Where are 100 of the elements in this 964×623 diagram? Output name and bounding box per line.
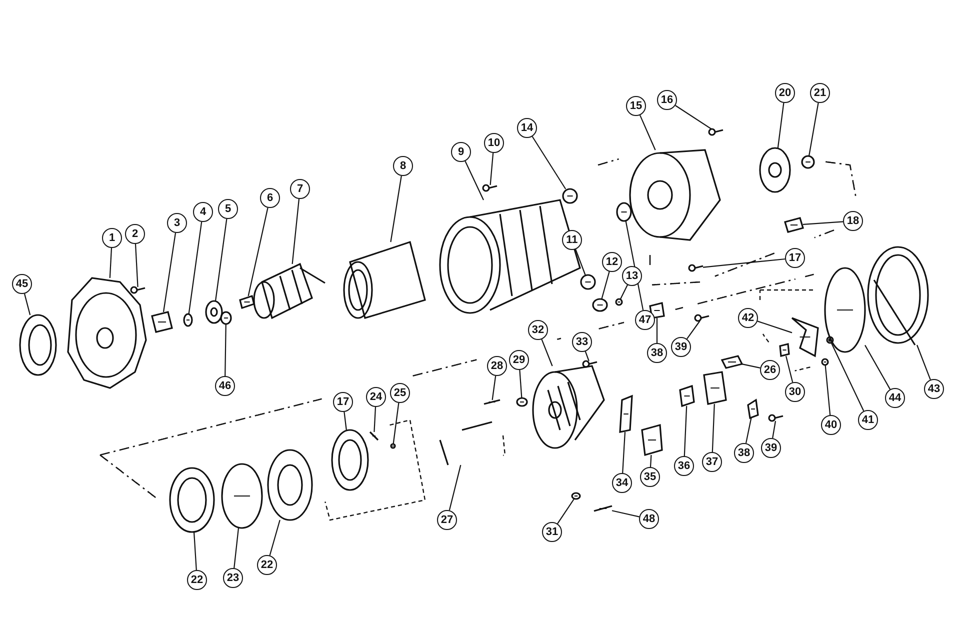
leader-line	[584, 351, 590, 362]
sleeve-drawing	[151, 311, 173, 333]
leader-line	[742, 364, 760, 368]
connector-drawing	[592, 298, 608, 312]
callout-number: 36	[674, 456, 694, 476]
callout-number: 45	[12, 274, 32, 294]
stator-drawing	[343, 240, 426, 319]
leader-line	[785, 356, 794, 382]
clip-drawing	[821, 358, 829, 366]
leader-line	[519, 370, 522, 398]
callout-number: 46	[215, 376, 235, 396]
leader-line	[234, 528, 240, 568]
leader-line	[248, 208, 268, 296]
disc-drawing	[267, 449, 313, 521]
callout-number: 25	[390, 383, 410, 403]
callout-number: 47	[635, 310, 655, 330]
callout-number: 37	[702, 452, 722, 472]
leader-line	[575, 249, 586, 276]
screw-drawing	[688, 264, 704, 272]
callout-number: 28	[487, 356, 507, 376]
leader-line	[777, 102, 784, 148]
leader-line	[188, 222, 202, 314]
callout-number: 26	[760, 360, 780, 380]
callout-number: 29	[509, 350, 529, 370]
leader-line	[374, 406, 376, 432]
leader-line	[712, 404, 715, 452]
callout-number: 43	[924, 379, 944, 399]
leader-line	[24, 294, 31, 316]
leader-line	[620, 284, 628, 300]
callout-number: 27	[437, 510, 457, 530]
ring-drawing	[183, 313, 193, 327]
leader-line	[625, 220, 644, 310]
callout-number: 12	[602, 252, 622, 272]
end-bell-drawing	[629, 149, 721, 241]
gasket-drawing	[169, 467, 215, 533]
callout-number: 33	[572, 332, 592, 352]
callout-number: 15	[626, 96, 646, 116]
leader-line	[702, 258, 786, 268]
callout-number: 3	[167, 213, 187, 233]
end-plate-drawing	[67, 277, 147, 389]
rotor-drawing	[253, 262, 326, 320]
screw-drawing	[390, 443, 396, 449]
callout-number: 30	[785, 382, 805, 402]
callout-number: 38	[734, 443, 754, 463]
block-drawing	[641, 424, 663, 456]
ring-drawing	[616, 202, 632, 222]
bearing-drawing	[205, 300, 223, 324]
screw-drawing	[582, 360, 598, 368]
callout-number: 16	[657, 90, 677, 110]
leader-line	[612, 510, 640, 518]
callout-number: 17	[785, 248, 805, 268]
callout-number: 44	[885, 388, 905, 408]
leader-line	[802, 221, 844, 225]
shaft-end-drawing	[239, 294, 255, 310]
screw-drawing	[571, 492, 581, 500]
leader-line	[292, 198, 300, 264]
callout-number: 18	[843, 211, 863, 231]
callout-number: 42	[738, 308, 758, 328]
bolt-drawing	[482, 184, 498, 192]
leader-line	[675, 105, 712, 130]
brush-plate-drawing	[532, 365, 605, 449]
leader-line	[344, 412, 347, 430]
leader-line	[757, 320, 792, 334]
washer-drawing	[220, 311, 232, 325]
bolt-drawing	[594, 505, 612, 512]
leader-line	[392, 402, 400, 444]
lever-drawing	[720, 355, 744, 369]
screw-drawing	[708, 128, 724, 136]
fan-drawing	[759, 147, 791, 193]
leader-line	[557, 498, 574, 524]
seal-drawing	[19, 314, 57, 376]
pad-drawing	[679, 384, 695, 408]
leader-line	[109, 248, 112, 278]
leader-line	[532, 136, 566, 190]
leader-line	[650, 454, 652, 468]
leader-line	[541, 339, 553, 366]
leader-line	[134, 244, 138, 288]
callout-number: 14	[517, 118, 537, 138]
bracket-drawing	[649, 302, 665, 319]
leader-line	[808, 102, 819, 156]
leader-line	[390, 176, 402, 242]
callout-number: 20	[775, 83, 795, 103]
leader-line	[193, 532, 197, 570]
callout-number: 21	[810, 83, 830, 103]
callout-number: 41	[858, 410, 878, 430]
housing-drawing	[439, 199, 581, 314]
callout-number: 23	[223, 568, 243, 588]
callout-number: 31	[542, 522, 562, 542]
leader-line	[490, 152, 494, 186]
winding-ring-drawing	[331, 429, 369, 491]
callout-number: 22	[257, 555, 277, 575]
leader-line	[824, 364, 831, 416]
callout-number: 11	[562, 230, 582, 250]
leader-line	[464, 160, 484, 200]
leader-line	[214, 218, 228, 302]
callout-number: 39	[761, 438, 781, 458]
clip-drawing	[562, 188, 578, 204]
callout-number: 6	[260, 188, 280, 208]
wave-ring-drawing	[221, 463, 263, 529]
callout-number: 48	[639, 509, 659, 529]
